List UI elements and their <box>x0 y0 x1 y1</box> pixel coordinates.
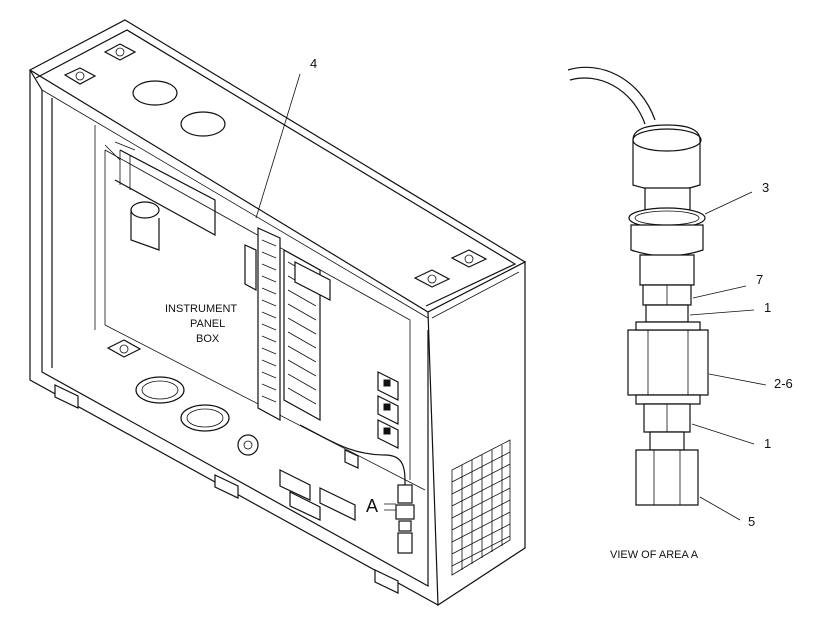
instrument-panel-box: INSTRUMENT PANEL BOX A 4 <box>28 19 527 607</box>
foot-3 <box>374 569 399 594</box>
union-body <box>627 321 709 405</box>
mounting-pad-1 <box>63 67 97 85</box>
box-label-line-1: INSTRUMENT <box>165 303 237 315</box>
mounting-pad-4 <box>450 249 488 268</box>
adapter <box>639 254 695 286</box>
leader-line-1-upper <box>689 309 755 316</box>
leader-line-2-6 <box>708 373 767 386</box>
callout-7: 7 <box>756 272 763 287</box>
connector-cap <box>632 124 702 192</box>
mounting-pad-2 <box>103 43 137 61</box>
area-a-pointer <box>384 503 396 511</box>
callout-1-lower: 1 <box>764 436 771 451</box>
cable <box>567 66 656 121</box>
mounting-pad-3 <box>413 269 451 288</box>
bottom-pad <box>106 339 142 358</box>
seal-upper <box>645 304 689 323</box>
callout-5: 5 <box>748 514 755 529</box>
top-hole-2 <box>180 111 226 137</box>
collar <box>630 224 704 257</box>
leader-line-4 <box>255 73 301 219</box>
relay-block <box>377 371 399 449</box>
cable-assembly <box>299 424 415 554</box>
bottom-hole-2 <box>180 404 230 432</box>
bottom-hole-1 <box>135 376 185 404</box>
callout-4: 4 <box>310 56 317 71</box>
box-label-line-3: BOX <box>196 333 220 345</box>
lower-fitting <box>635 431 699 506</box>
leader-line-3 <box>704 191 753 215</box>
foot-1 <box>54 384 79 409</box>
connector-neck <box>644 187 691 211</box>
area-a-marker: A <box>366 496 378 516</box>
vent-grille <box>451 439 511 576</box>
internal-bracket <box>104 141 216 251</box>
callout-2-6: 2-6 <box>774 376 793 391</box>
leader-line-5 <box>699 496 741 521</box>
view-caption: VIEW OF AREA A <box>610 549 699 561</box>
top-hole-1 <box>132 80 178 106</box>
callout-1-upper: 1 <box>764 300 771 315</box>
box-label-line-2: PANEL <box>190 318 225 330</box>
callout-3: 3 <box>762 180 769 195</box>
bottom-components <box>279 469 356 521</box>
bottom-fitting <box>237 434 259 456</box>
foot-2 <box>214 474 239 499</box>
terminal-strip <box>244 227 331 422</box>
leader-line-7 <box>692 285 747 299</box>
leader-line-1-lower <box>691 423 755 445</box>
view-of-area-a: 3 7 1 2-6 1 5 VIEW OF AREA A <box>567 66 793 561</box>
